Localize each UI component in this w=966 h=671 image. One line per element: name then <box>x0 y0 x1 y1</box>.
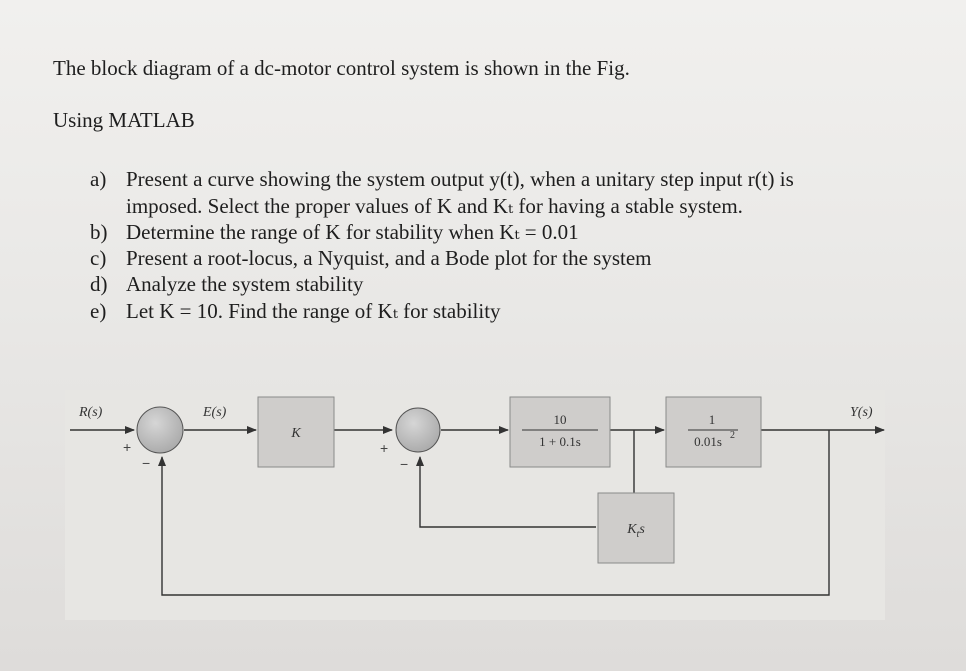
gain-block <box>257 396 335 468</box>
inner-plus-sign: + <box>380 440 388 456</box>
diagram-panel <box>65 390 885 620</box>
velocity-feedback-block <box>597 492 675 564</box>
outer-feedback-line <box>158 430 830 596</box>
list-item-c: c) Present a root-locus, a Nyquist, and a… <box>90 246 651 270</box>
item-text: Let K = 10. Find the range of Kₜ for sta… <box>126 299 501 323</box>
output-label: Y(s) <box>850 405 873 420</box>
feedback-gain-subscript: t <box>637 529 640 540</box>
list-item-b: b) Determine the range of K for stability… <box>90 220 579 244</box>
intro-text: The block diagram of a dc-motor control … <box>53 56 630 80</box>
block-diagram: R(s) E(s) Y(s) + − + − K 10 1 + 0.1s 1 0… <box>65 390 885 620</box>
inner-feedback-line <box>416 456 596 528</box>
item-label: e) <box>90 299 107 323</box>
plant-numerator: 10 <box>554 412 567 427</box>
item-text: Present a curve showing the system outpu… <box>126 167 794 191</box>
item-text: Present a root-locus, a Nyquist, and a B… <box>126 246 652 270</box>
integrator-numerator: 1 <box>709 412 716 427</box>
velocity-feedback-label: Kts <box>626 522 645 540</box>
item-text: Analyze the system stability <box>126 272 364 296</box>
item-text: Determine the range of K for stability w… <box>126 220 579 244</box>
item-label: a) <box>90 167 107 191</box>
list-item-a: a) Present a curve showing the system out… <box>90 167 794 191</box>
list-item-e: e) Let K = 10. Find the range of Kₜ for s… <box>90 299 501 323</box>
feedback-gain-base: K <box>626 522 637 537</box>
summing-junction-inner <box>395 407 441 453</box>
integrator-denominator: 0.01s <box>694 434 722 449</box>
plant-denominator: 1 + 0.1s <box>539 434 581 449</box>
outer-minus-sign: − <box>142 455 150 471</box>
list-item-d: d) Analyze the system stability <box>90 272 363 296</box>
summing-junction-outer <box>136 406 184 454</box>
integrator-exponent: 2 <box>730 430 735 441</box>
item-label: d) <box>90 272 108 296</box>
inner-minus-sign: − <box>400 456 408 472</box>
feedback-gain-suffix: s <box>639 522 645 537</box>
item-label: b) <box>90 220 108 244</box>
integrator-block <box>665 396 762 468</box>
input-label: R(s) <box>78 405 103 420</box>
error-label: E(s) <box>202 405 227 420</box>
subheading: Using MATLAB <box>53 108 195 132</box>
gain-block-label: K <box>290 426 301 441</box>
outer-plus-sign: + <box>123 439 131 455</box>
plant-block <box>509 396 611 468</box>
item-a-continuation: imposed. Select the proper values of K a… <box>126 194 743 218</box>
item-label: c) <box>90 246 107 270</box>
